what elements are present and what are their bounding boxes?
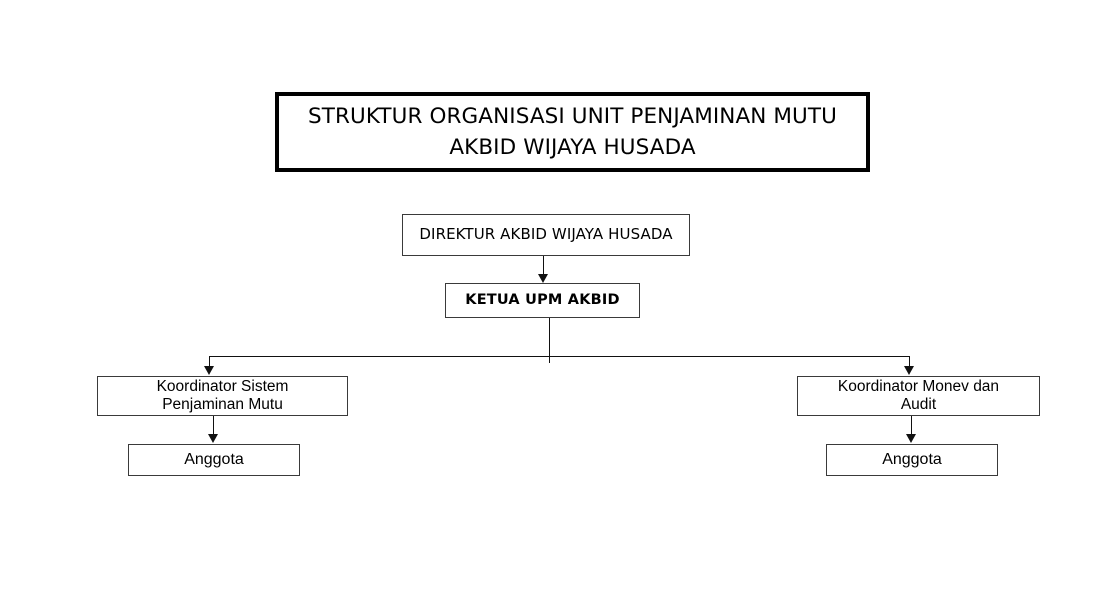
node-ketua-upm-label: KETUA UPM AKBID xyxy=(465,291,620,308)
connector-ketua-trunk xyxy=(549,318,550,363)
node-ketua-upm: KETUA UPM AKBID xyxy=(445,283,640,318)
chart-title-box: STRUKTUR ORGANISASI UNIT PENJAMINAN MUTU… xyxy=(275,92,870,172)
arrowhead-coordinator-right xyxy=(903,366,914,375)
node-director-label: DIREKTUR AKBID WIJAYA HUSADA xyxy=(419,225,673,244)
node-member-right-label: Anggota xyxy=(882,450,942,468)
node-member-right: Anggota xyxy=(826,444,998,476)
arrowhead-coordinator-left xyxy=(203,366,214,375)
node-coordinator-monev-dan-audit: Koordinator Monev dan Audit xyxy=(797,376,1040,416)
node-coordinator-left-line-1: Koordinator Sistem xyxy=(156,377,289,395)
node-director: DIREKTUR AKBID WIJAYA HUSADA xyxy=(402,214,690,256)
node-coordinator-left-line-2: Penjaminan Mutu xyxy=(162,396,283,413)
connector-director-to-ketua xyxy=(543,256,544,275)
node-member-left: Anggota xyxy=(128,444,300,476)
node-coordinator-right-line-1: Koordinator Monev dan xyxy=(837,377,1000,395)
connector-horizontal-bar xyxy=(209,356,909,357)
chart-title-line-1: STRUKTUR ORGANISASI UNIT PENJAMINAN MUTU xyxy=(308,103,837,129)
chart-title-line-2: AKBID WIJAYA HUSADA xyxy=(449,135,696,160)
connector-coordinator-right-to-member xyxy=(911,416,912,435)
arrowhead-director-to-ketua xyxy=(537,274,548,283)
connector-coordinator-left-to-member xyxy=(213,416,214,435)
connector-bar-to-coordinator-left xyxy=(209,356,210,368)
arrowhead-member-right xyxy=(905,434,916,443)
node-member-left-label: Anggota xyxy=(184,450,244,468)
node-coordinator-sistem-penjaminan-mutu: Koordinator Sistem Penjaminan Mutu xyxy=(97,376,348,416)
arrowhead-member-left xyxy=(207,434,218,443)
connector-bar-to-coordinator-right xyxy=(909,356,910,368)
node-coordinator-right-line-2: Audit xyxy=(900,396,937,413)
